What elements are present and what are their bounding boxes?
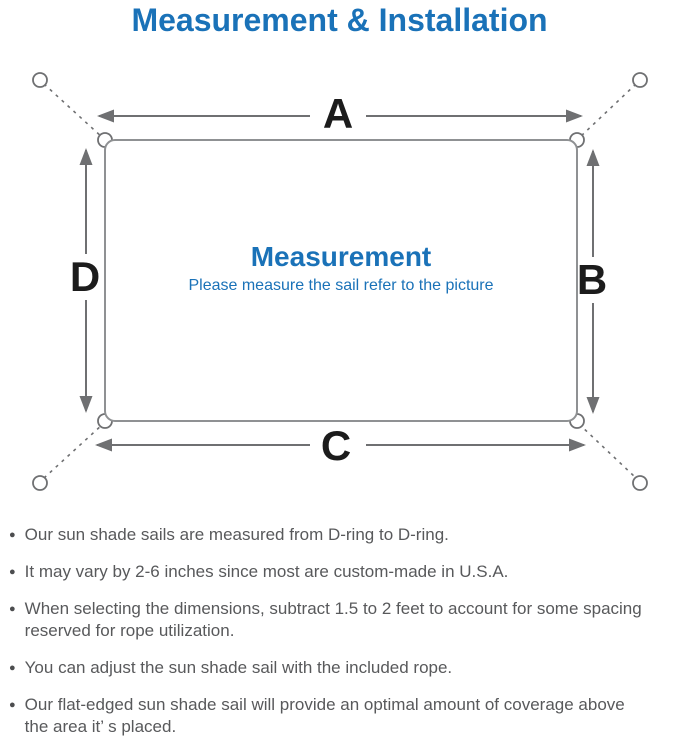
sail-measurement-diagram: A C D B Measurement Please measure the s… (0, 50, 679, 510)
anchor-point-icon (632, 72, 648, 88)
shade-sail-outline (104, 139, 578, 422)
anchor-point-icon (32, 475, 48, 491)
note-text: You can adjust the sun shade sail with t… (24, 658, 453, 677)
note-item: ● It may vary by 2-6 inches since most a… (9, 561, 657, 583)
notes-list: ● Our sun shade sails are measured from … (9, 524, 657, 739)
guy-rope-line-top-right (578, 83, 637, 139)
anchor-point-icon (32, 72, 48, 88)
bullet-icon: ● (9, 529, 16, 541)
bullet-icon: ● (9, 603, 16, 615)
dimension-label-b: B (577, 256, 607, 303)
note-text: Our sun shade sails are measured from D-… (24, 525, 449, 544)
anchor-point-icon (632, 475, 648, 491)
bullet-icon: ● (9, 662, 16, 674)
guy-rope-line-top-left (43, 83, 104, 139)
note-text: It may vary by 2-6 inches since most are… (24, 562, 509, 581)
dimension-label-d: D (70, 253, 100, 300)
dimension-label-a: A (323, 90, 353, 137)
dimension-label-c: C (321, 422, 351, 469)
note-item: ● Our flat-edged sun shade sail will pro… (9, 694, 657, 738)
guy-rope-line-bottom-right (578, 423, 637, 479)
note-item: ● When selecting the dimensions, subtrac… (9, 598, 657, 642)
note-item: ● You can adjust the sun shade sail with… (9, 657, 657, 679)
bullet-icon: ● (9, 699, 16, 711)
note-item: ● Our sun shade sails are measured from … (9, 524, 657, 546)
guy-rope-line-bottom-left (43, 423, 104, 479)
note-text: Our flat-edged sun shade sail will provi… (24, 695, 625, 736)
page-title: Measurement & Installation (131, 2, 548, 38)
note-text: When selecting the dimensions, subtract … (24, 599, 642, 640)
bullet-icon: ● (9, 566, 16, 578)
diagram-canvas: A C D B (32, 72, 648, 491)
